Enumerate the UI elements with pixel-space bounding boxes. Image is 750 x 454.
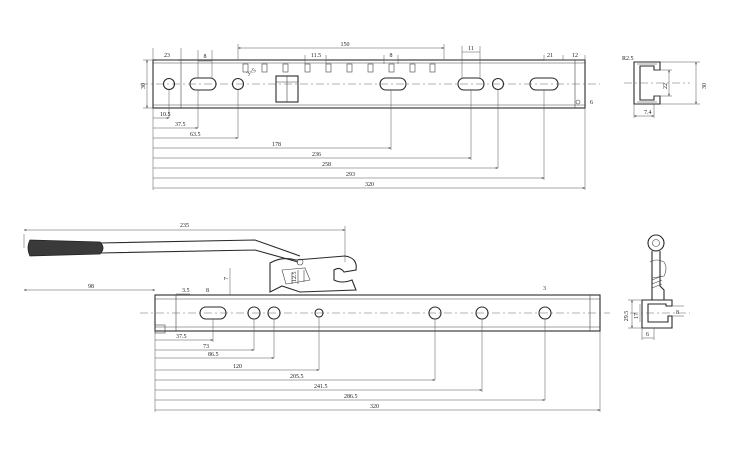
top-dim-293: 293 [346, 172, 355, 178]
top-dim-178: 178 [272, 142, 281, 148]
bottom-dim-205-5: 205.5 [290, 374, 304, 380]
top-dim-12: 12 [572, 53, 578, 59]
top-dim-150: 150 [341, 42, 350, 48]
bottom-section-dim-29-5: 29.5 [624, 311, 630, 322]
bottom-dim-12-5: 12.5 [292, 272, 298, 283]
bottom-section-lever [651, 251, 665, 301]
bottom-section-dim-6: 6 [646, 332, 649, 338]
top-rail-hole [491, 77, 505, 91]
lever-handle-grip [27, 239, 104, 257]
top-dim-236: 236 [312, 152, 321, 158]
bottom-dim-3: 3 [543, 286, 546, 292]
bottom-section: 29.5 17 8 6 [624, 234, 690, 340]
bottom-dim-3-5: 3.5 [182, 288, 190, 294]
bottom-dim-73: 73 [203, 344, 209, 350]
bottom-dim-7: 7 [224, 277, 230, 280]
top-dim-23: 23 [164, 53, 170, 59]
bottom-dim-120: 120 [233, 364, 242, 370]
top-rail-hole [162, 77, 176, 91]
top-rail-notches [242, 63, 436, 73]
top-rail-slot [189, 77, 217, 91]
top-dim-8b: 8 [390, 53, 393, 59]
bottom-section-pivot [647, 234, 665, 252]
bottom-dim-286-5: 286.5 [344, 394, 358, 400]
bottom-view: 235 98 7 12.5 3.5 8 3 [23, 223, 610, 412]
section-dim-r2-5: R2.5 [622, 56, 634, 62]
top-dim-320: 320 [365, 182, 374, 188]
bottom-dim-241-5: 241.5 [314, 384, 328, 390]
section-dim-7-4: 7.4 [644, 110, 652, 116]
bottom-section-dim-17: 17 [634, 313, 640, 319]
top-dim-63-5: 63.5 [190, 132, 201, 138]
top-view: 23 8 150 11.5 8 11 21 12 30 3×5 6 [140, 42, 600, 190]
top-dim-3x5: 3×5 [246, 68, 257, 78]
lever-arm [99, 239, 301, 263]
bottom-section-profile [641, 299, 673, 329]
bottom-dim-320: 320 [370, 404, 379, 410]
bottom-dim-235: 235 [180, 223, 189, 229]
top-rail-hole [231, 77, 245, 91]
top-dim-258: 258 [322, 162, 331, 168]
top-dim-10-5: 10.5 [160, 112, 171, 118]
top-section: R2.5 22 30 7.4 [622, 56, 708, 118]
top-dim-37-5: 37.5 [175, 122, 186, 128]
latch-mechanism [269, 255, 357, 293]
bottom-dim-8: 8 [206, 288, 209, 294]
top-rail-slot [379, 77, 407, 91]
top-dim-8a: 8 [204, 54, 207, 60]
top-dim-right: 6 [590, 100, 593, 106]
bottom-section-dim-8: 8 [676, 310, 679, 316]
top-rail-small-hole [575, 99, 581, 105]
top-dim-11: 11 [468, 46, 474, 52]
top-dim-11-5: 11.5 [311, 53, 321, 59]
bottom-dim-37-5: 37.5 [176, 334, 187, 340]
section-dim-30: 30 [702, 83, 708, 89]
top-dim-21: 21 [547, 53, 553, 59]
section-dim-22: 22 [663, 83, 669, 89]
bottom-dim-86-5: 86.5 [208, 352, 219, 358]
top-dim-height: 30 [141, 83, 147, 89]
bottom-dim-98: 98 [88, 284, 94, 290]
